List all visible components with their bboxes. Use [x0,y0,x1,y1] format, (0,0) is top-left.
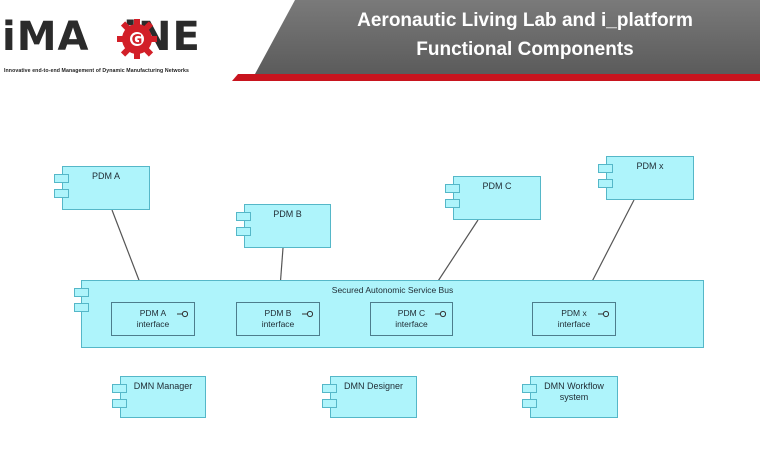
component-port-icon [522,399,537,408]
interface-lollipop-icon [177,310,188,318]
component-port-icon [74,288,89,297]
component-label: PDM C [482,181,512,191]
component-port-icon [598,179,613,188]
slide-title: Aeronautic Living Lab and i_platform Fun… [357,10,693,60]
component-port-icon [445,199,460,208]
component-port-icon [322,399,337,408]
slide-header: iMAGiNE G Innovative end-to-end Manageme… [0,0,760,82]
interface-lollipop-icon [302,310,313,318]
interface-lollipop-icon [598,310,609,318]
interface-label: PDM A interface [136,308,170,329]
component-diagram: PDM A PDM B PDM C PDM x Secured Autonomi… [0,82,760,450]
component-port-icon [236,212,251,221]
pdm-b-interface[interactable]: PDM B interface [236,302,320,336]
dmn-designer-component[interactable]: DMN Designer [330,376,417,418]
title-banner-accent [232,74,760,81]
component-label: PDM x [636,161,664,171]
imagine-logo: iMAGiNE G Innovative end-to-end Manageme… [2,12,242,74]
component-label: DMN Manager [133,381,193,391]
component-port-icon [54,189,69,198]
component-port-icon [236,227,251,236]
component-port-icon [598,164,613,173]
logo-wordmark: iMAGiNE [2,14,201,60]
pdm-x-component[interactable]: PDM x [606,156,694,200]
component-port-icon [112,399,127,408]
component-port-icon [322,384,337,393]
pdm-a-component[interactable]: PDM A [62,166,150,210]
interface-label: PDM x interface [557,308,591,329]
component-port-icon [522,384,537,393]
component-port-icon [74,303,89,312]
component-port-icon [445,184,460,193]
pdm-c-component[interactable]: PDM C [453,176,541,220]
interface-label: PDM C interface [395,308,428,329]
pdm-b-component[interactable]: PDM B [244,204,331,248]
pdm-a-interface[interactable]: PDM A interface [111,302,195,336]
interface-lollipop-icon [435,310,446,318]
component-label: PDM A [91,171,120,181]
component-port-icon [112,384,127,393]
pdm-c-interface[interactable]: PDM C interface [370,302,453,336]
component-label: DMN Workflow system [544,381,604,402]
dmn-workflow-system-component[interactable]: DMN Workflow system [530,376,618,418]
interface-label: PDM B interface [261,308,295,329]
dmn-manager-component[interactable]: DMN Manager [120,376,206,418]
logo-tagline: Innovative end-to-end Management of Dyna… [4,68,190,74]
pdm-x-interface[interactable]: PDM x interface [532,302,616,336]
svg-text:G: G [132,33,143,48]
service-bus-component[interactable]: Secured Autonomic Service Bus PDM A inte… [81,280,704,348]
component-port-icon [54,174,69,183]
title-banner [255,0,760,74]
gear-icon: G [117,19,157,59]
service-bus-label: Secured Autonomic Service Bus [331,285,454,295]
component-label: PDM B [273,209,302,219]
component-label: DMN Designer [343,381,403,391]
